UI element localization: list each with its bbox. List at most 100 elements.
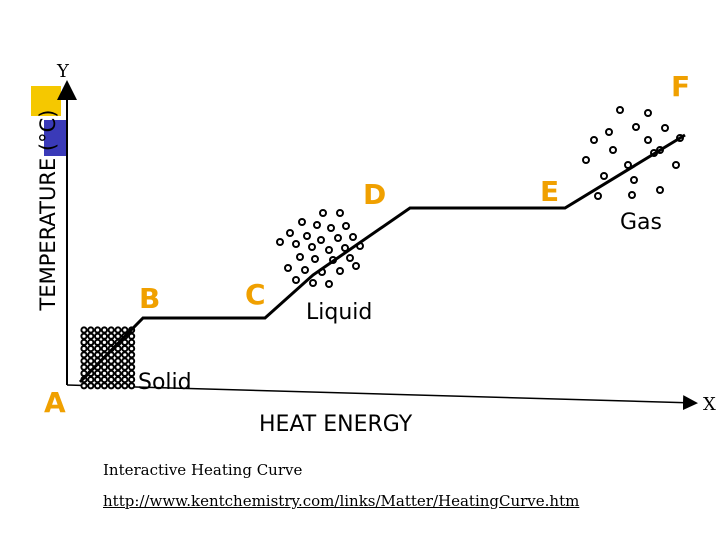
solid-particle bbox=[81, 358, 86, 363]
solid-particle bbox=[115, 371, 120, 376]
liquid-particle bbox=[326, 247, 332, 253]
gas-particle bbox=[633, 124, 639, 130]
liquid-particle bbox=[293, 277, 299, 283]
solid-particle bbox=[122, 327, 127, 332]
gas-particle bbox=[662, 125, 668, 131]
gas-particle bbox=[645, 110, 651, 116]
solid-particle bbox=[81, 327, 86, 332]
solid-particle bbox=[115, 383, 120, 388]
solid-particle bbox=[109, 365, 114, 370]
solid-particle bbox=[115, 358, 120, 363]
footer-title: Interactive Heating Curve bbox=[103, 461, 302, 479]
solid-particle bbox=[95, 327, 100, 332]
source-link[interactable]: http://www.kentchemistry.com/links/Matte… bbox=[103, 492, 579, 510]
liquid-particle bbox=[353, 263, 359, 269]
liquid-particle bbox=[285, 265, 291, 271]
solid-particle bbox=[115, 377, 120, 382]
liquid-particle bbox=[347, 255, 353, 261]
solid-particle bbox=[115, 327, 120, 332]
solid-particle bbox=[122, 346, 127, 351]
point-label-e: E bbox=[540, 175, 559, 208]
gas-particle bbox=[595, 193, 601, 199]
point-label-a: A bbox=[44, 386, 66, 419]
phase-label-liquid: Liquid bbox=[306, 300, 372, 325]
solid-particle bbox=[129, 340, 134, 345]
solid-particle bbox=[122, 371, 127, 376]
solid-particle bbox=[88, 377, 93, 382]
solid-particle bbox=[81, 340, 86, 345]
solid-particle bbox=[122, 377, 127, 382]
solid-particle bbox=[81, 383, 86, 388]
solid-particle bbox=[81, 334, 86, 339]
gas-particles bbox=[583, 107, 683, 199]
solid-particle bbox=[88, 334, 93, 339]
solid-particle bbox=[109, 371, 114, 376]
gas-particle bbox=[610, 147, 616, 153]
liquid-particle bbox=[277, 239, 283, 245]
solid-particle bbox=[129, 365, 134, 370]
point-label-c: C bbox=[245, 278, 266, 311]
liquid-particle bbox=[343, 223, 349, 229]
liquid-particle bbox=[318, 237, 324, 243]
solid-particle bbox=[109, 327, 114, 332]
phase-label-gas: Gas bbox=[620, 210, 662, 235]
liquid-particle bbox=[350, 234, 356, 240]
solid-particle bbox=[129, 358, 134, 363]
point-label-f: F bbox=[671, 70, 690, 103]
gas-particle bbox=[631, 177, 637, 183]
solid-particle bbox=[88, 340, 93, 345]
gas-particle bbox=[629, 192, 635, 198]
liquid-particle bbox=[299, 219, 305, 225]
solid-particle bbox=[95, 340, 100, 345]
solid-particle bbox=[129, 346, 134, 351]
solid-particle bbox=[102, 377, 107, 382]
liquid-particle bbox=[320, 210, 326, 216]
solid-particle bbox=[109, 340, 114, 345]
gas-particle bbox=[601, 173, 607, 179]
solid-particle bbox=[129, 377, 134, 382]
liquid-particle bbox=[287, 230, 293, 236]
gas-particle bbox=[645, 137, 651, 143]
liquid-particle bbox=[312, 256, 318, 262]
liquid-particle bbox=[302, 267, 308, 273]
liquid-particle bbox=[314, 222, 320, 228]
liquid-particle bbox=[326, 281, 332, 287]
x-axis-letter: X bbox=[703, 394, 716, 415]
solid-particle bbox=[81, 346, 86, 351]
solid-particle bbox=[115, 334, 120, 339]
liquid-particle bbox=[297, 254, 303, 260]
solid-particle bbox=[88, 383, 93, 388]
heating-curve-line bbox=[80, 135, 685, 382]
phase-label-solid: Solid bbox=[138, 370, 192, 395]
x-axis-label: HEAT ENERGY bbox=[259, 412, 412, 437]
y-axis-label: TEMPERATURE (°C) bbox=[36, 110, 60, 311]
solid-particle bbox=[102, 334, 107, 339]
solid-particle bbox=[95, 352, 100, 357]
liquid-particle bbox=[337, 210, 343, 216]
solid-particle bbox=[88, 358, 93, 363]
solid-particle bbox=[81, 352, 86, 357]
gas-particle bbox=[591, 137, 597, 143]
solid-particle bbox=[115, 365, 120, 370]
solid-particle bbox=[129, 383, 134, 388]
solid-particle bbox=[102, 371, 107, 376]
solid-particle bbox=[115, 352, 120, 357]
solid-particle bbox=[102, 383, 107, 388]
gas-particle bbox=[606, 129, 612, 135]
solid-particle bbox=[109, 377, 114, 382]
solid-particle bbox=[122, 358, 127, 363]
solid-particle bbox=[102, 365, 107, 370]
solid-particle bbox=[109, 358, 114, 363]
gas-particle bbox=[657, 187, 663, 193]
liquid-particle bbox=[337, 268, 343, 274]
solid-particle bbox=[122, 340, 127, 345]
solid-particle bbox=[95, 346, 100, 351]
liquid-particle bbox=[293, 241, 299, 247]
gas-particle bbox=[673, 162, 679, 168]
solid-particle bbox=[122, 365, 127, 370]
solid-particle bbox=[95, 371, 100, 376]
liquid-particle bbox=[335, 235, 341, 241]
liquid-particle bbox=[304, 233, 310, 239]
solid-particle bbox=[129, 334, 134, 339]
